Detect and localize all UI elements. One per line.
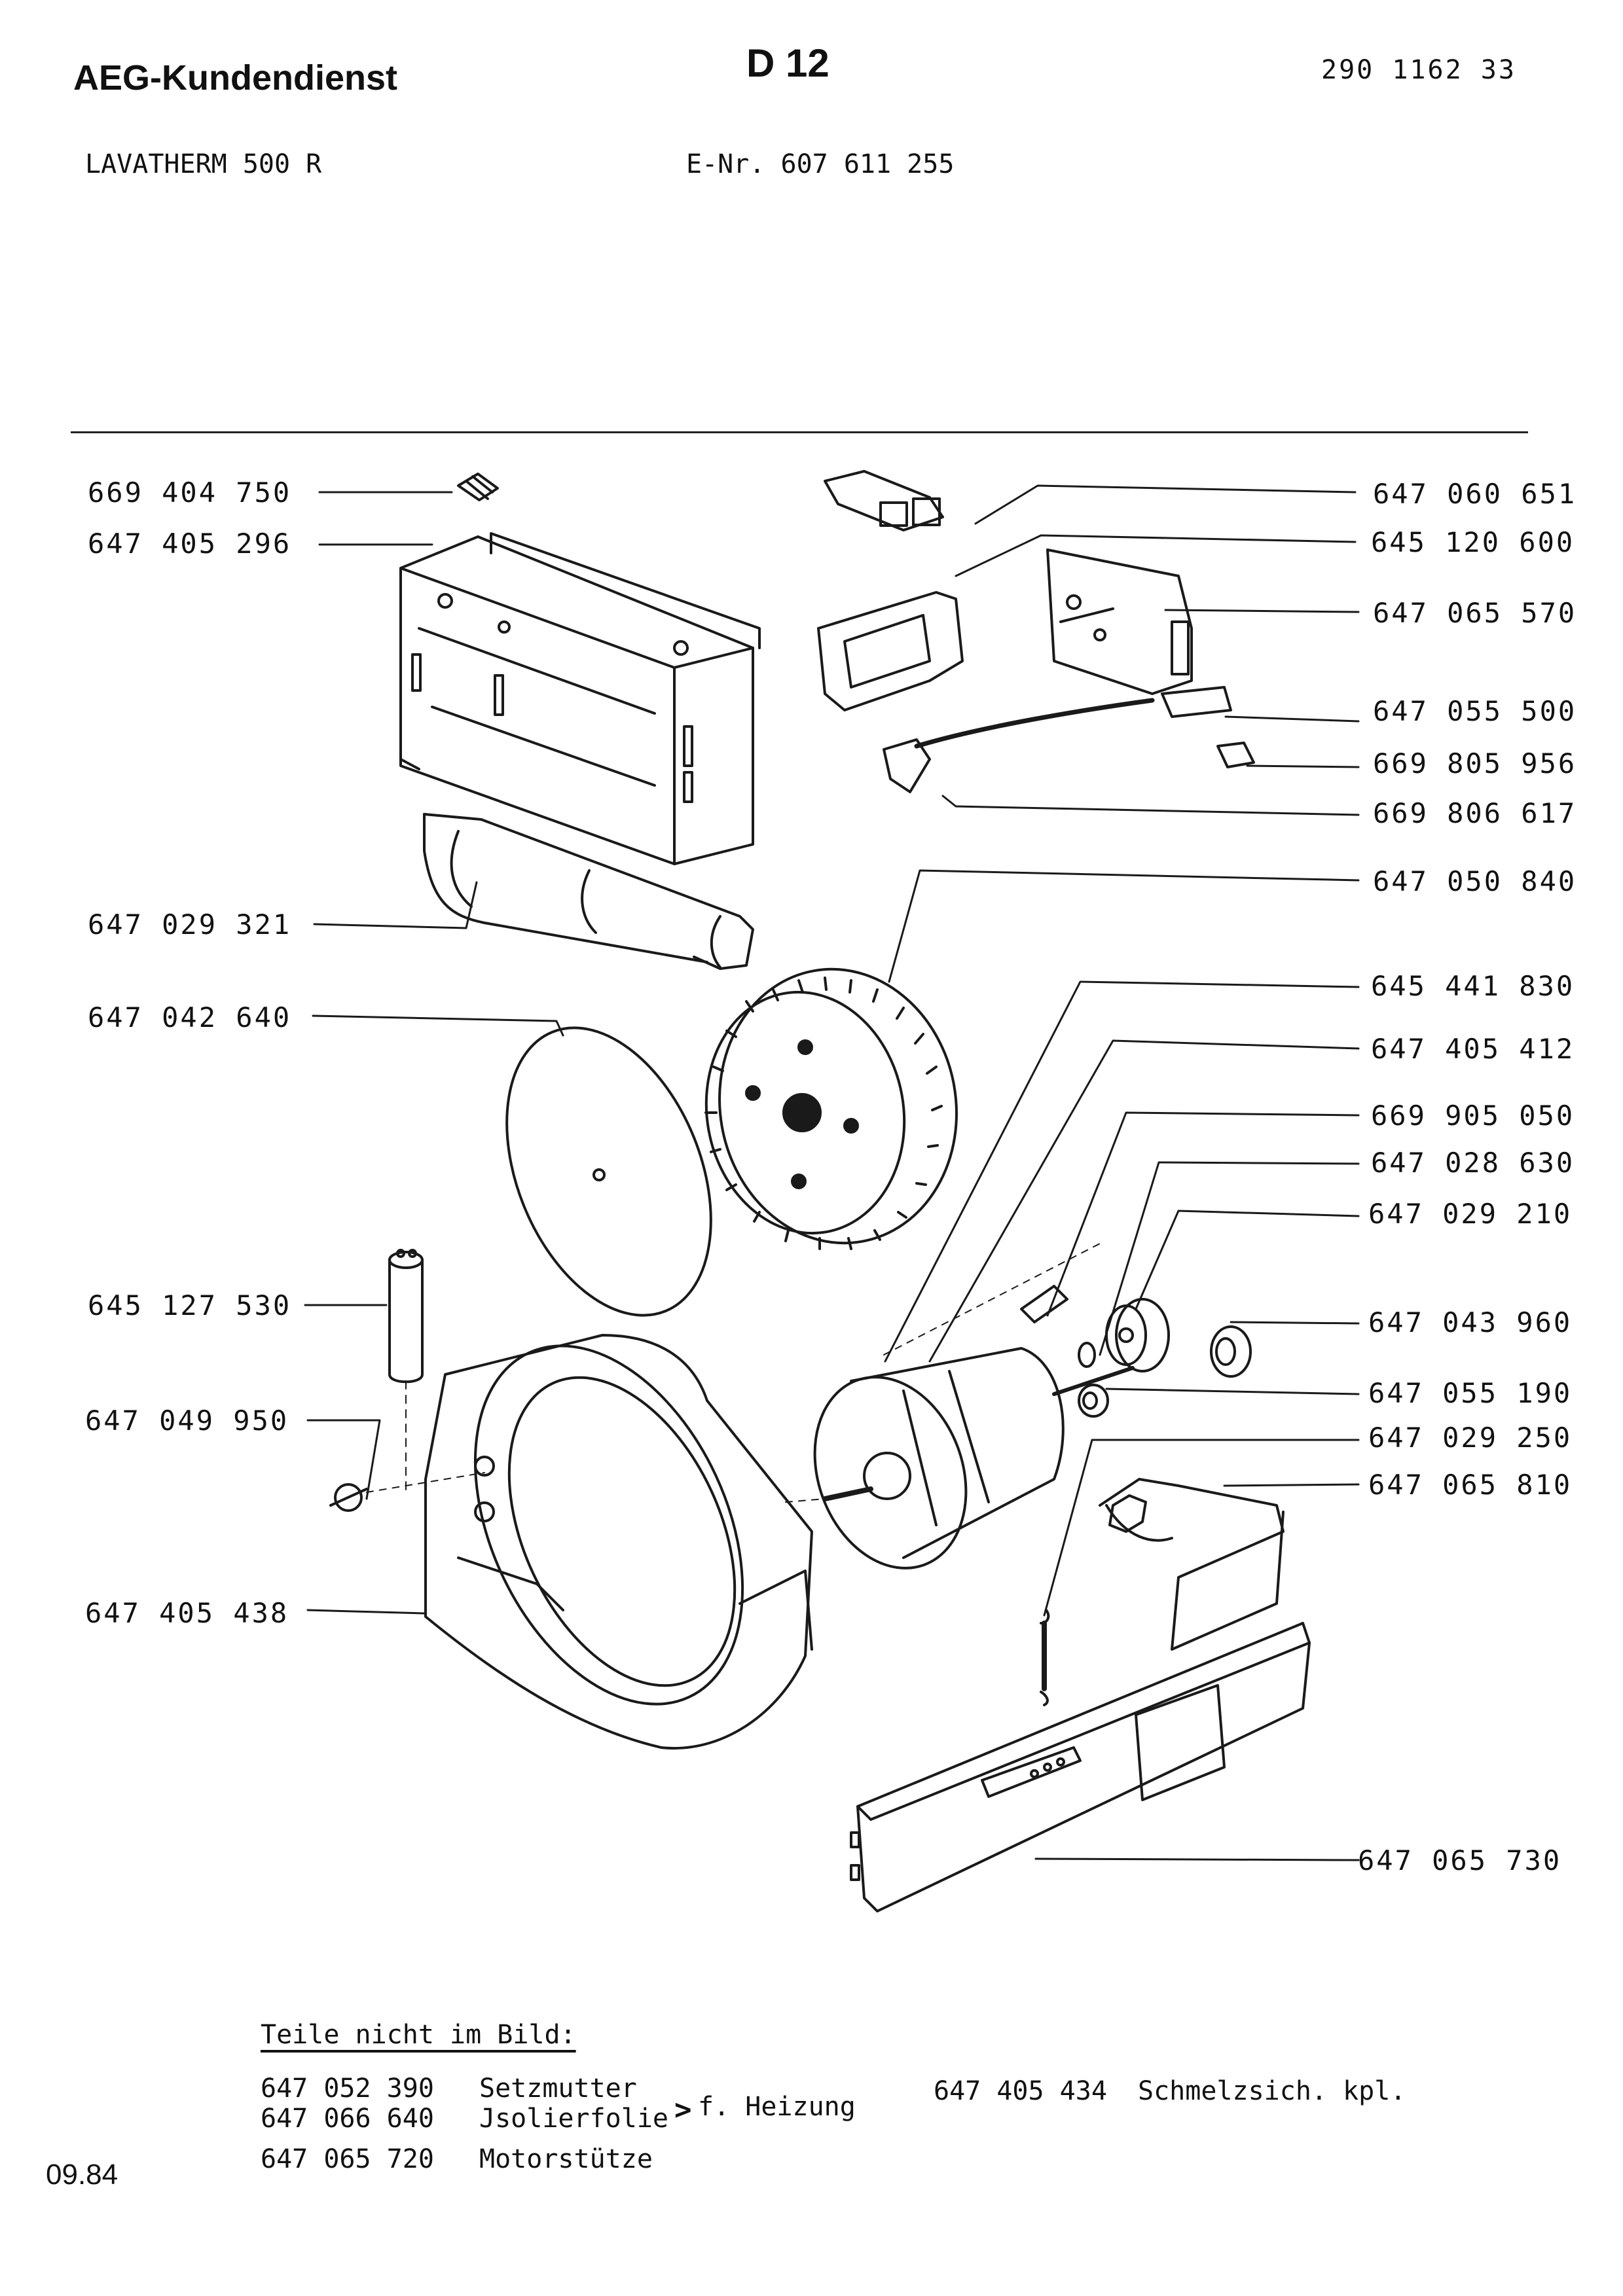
not-shown-part-number: 647 066 640 [261,2104,434,2134]
part-number-label: 669 805 956 [1373,747,1577,780]
cover-disc [505,1026,712,1317]
thermostat [329,1472,485,1512]
pulley [1105,1298,1170,1372]
sheet-number: D 12 [746,41,830,85]
print-date: 09.84 [46,2159,119,2191]
part-number-label: 645 441 830 [1371,970,1575,1002]
document-number: 290 1162 33 [1321,55,1516,85]
not-shown-part-number: 647 052 390 [261,2073,434,2104]
part-number-label: 647 065 730 [1358,1844,1562,1876]
part-number-label: 647 405 412 [1371,1033,1575,1065]
carbon-brush [1020,1285,1068,1323]
not-shown-part-name: Jsolierfolie [479,2104,668,2134]
parts-not-shown-title: Teile nicht im Bild: [261,2020,576,2050]
part-number-label: 647 055 500 [1373,695,1577,727]
power-cable [883,686,1232,793]
indicator-plate [817,591,964,711]
not-shown-part-name: Setzmutter [479,2073,637,2104]
part-number-label: 647 029 321 [88,908,292,941]
motor [785,1243,1135,1570]
part-number-label: 647 065 570 [1373,597,1577,629]
part-number-label: 647 055 190 [1368,1377,1573,1409]
part-number-label: 669 806 617 [1373,797,1577,829]
fan-housing [424,1334,813,1750]
tension-spring [1040,1609,1050,1706]
header-divider [71,431,1528,433]
extra-part-number: 647 405 434 [934,2076,1107,2106]
part-number-label: 647 405 438 [85,1597,289,1629]
part-number-label: 647 029 210 [1368,1198,1573,1230]
part-number-label: 645 120 600 [1371,526,1575,558]
terminal-part [457,473,499,501]
brace-symbol: > [674,2093,692,2126]
leader-lines-left [304,491,564,1615]
brace-note: f. Heizung [698,2092,856,2122]
part-number-label: 669 404 750 [88,476,292,509]
motor-bracket [1099,1478,1285,1651]
part-number-label: 647 043 960 [1368,1306,1573,1338]
not-shown-part-name: Motorstütze [479,2144,653,2174]
washer-small [1078,1342,1096,1368]
part-number-label: 647 049 950 [85,1405,289,1437]
part-number-label: 647 050 840 [1373,865,1577,897]
not-shown-part-number: 647 065 720 [261,2144,434,2174]
company-name: AEG-Kundendienst [73,58,397,98]
part-number-label: 647 028 630 [1371,1147,1575,1179]
e-number: E-Nr. 607 611 255 [686,149,955,179]
model-name: LAVATHERM 500 R [85,149,322,179]
selector-switch [824,470,944,531]
part-number-label: 645 127 530 [88,1289,292,1321]
duct-channel [423,813,754,970]
part-number-label: 647 405 296 [88,528,292,560]
part-number-label: 647 029 250 [1368,1422,1573,1454]
washer [1078,1384,1109,1418]
base-plate [850,1622,1311,1912]
fan-wheel [704,967,958,1250]
part-number-label: 647 060 651 [1373,478,1577,510]
part-number-label: 647 042 640 [88,1001,292,1033]
connector-block [1216,742,1255,768]
part-number-label: 669 905 050 [1371,1100,1575,1132]
capacitor [388,1249,424,1493]
leader-lines-right [884,484,1360,1861]
extra-part-name: Schmelzsich. kpl. [1138,2076,1406,2106]
nut [1210,1325,1252,1378]
part-number-label: 647 065 810 [1368,1469,1573,1501]
heater-housing [399,532,761,865]
timer-unit [1046,548,1193,695]
